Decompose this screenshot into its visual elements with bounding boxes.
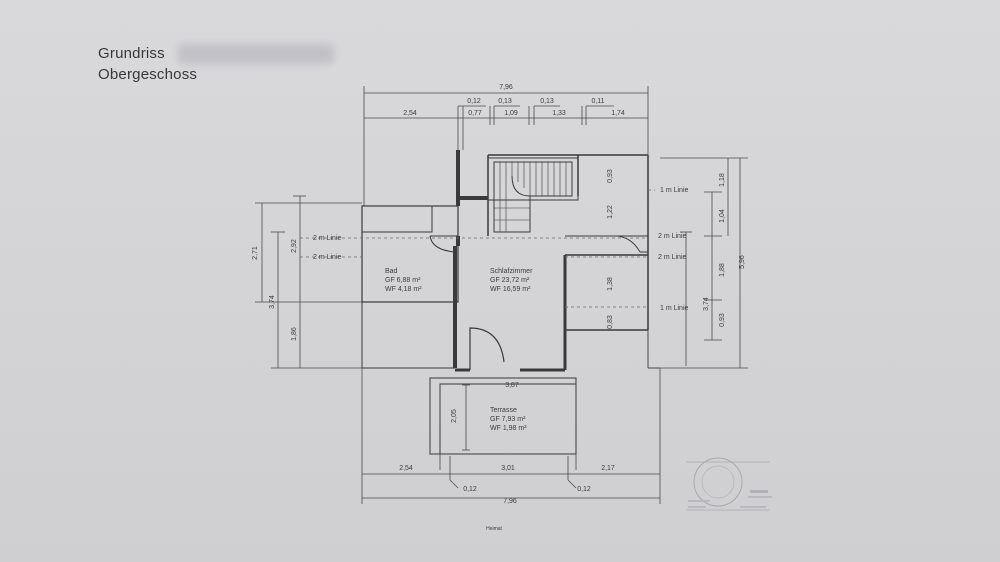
room-bad: Bad GF 6,88 m² WF 4,18 m² [385,268,422,293]
top-dimension-lines [363,86,649,150]
right-dimension-lines [660,157,748,369]
room-gf: GF 6,88 m² [385,277,421,284]
dim-top-f: 0,77 [468,110,482,117]
linie-label-6: 1 m Linie [660,305,689,312]
room-name: Schlafzimmer [490,268,533,275]
plan-title: Grundriss [98,45,165,62]
terrasse-outline [429,377,577,470]
linie-label-3: 2 m Linie [313,254,342,261]
dim-top-d: 0,11 [591,98,604,105]
dim-top-a: 0,12 [467,98,481,105]
linie-label-2: 2 m Linie [313,235,342,242]
dim-inner-b: 1,22 [607,205,614,219]
dim-bot-a: 2,54 [399,465,413,472]
room-wf: WF 16,59 m² [490,286,531,293]
dim-top-h: 1,33 [552,110,566,117]
dim-bot-e: 0,12 [577,486,591,493]
room-schlafzimmer: Schlafzimmer GF 23,72 m² WF 16,59 m² [490,268,533,293]
room-terrasse: Terrasse GF 7,93 m² WF 1,98 m² [490,407,527,432]
right-door [617,235,648,253]
staircase [487,157,579,233]
dim-top-total: 7,96 [499,84,513,91]
room-gf: GF 7,93 m² [490,416,526,423]
dim-left-a: 2,71 [252,246,259,260]
room-name: Bad [385,268,398,275]
bad-door [429,235,458,253]
dim-right-f: 5,96 [739,255,746,269]
bad-counter [361,205,433,233]
left-dimension-lines [255,195,362,369]
linie-label-1: 1 m Linie [660,187,689,194]
linie-label-5: 2 m Linie [658,254,687,261]
dim-inner-a: 0,93 [607,169,614,183]
dim-bot-b: 3,01 [501,465,515,472]
dim-right-b: 1,04 [719,209,726,223]
dim-terr-w: 3,87 [505,382,519,389]
room-wf: WF 4,18 m² [385,286,422,293]
room-name: Terrasse [490,407,517,414]
room-gf: GF 23,72 m² [490,277,530,284]
dim-top-i: 1,74 [611,110,625,117]
dim-bot-total: 7,96 [503,498,517,505]
dim-top-e: 2,54 [403,110,417,117]
dim-bot-c: 2,17 [601,465,615,472]
footer-label: Heimat [486,526,502,532]
redacted-text [178,44,334,64]
dim-bot-d: 0,12 [463,486,477,493]
dim-top-c: 0,13 [540,98,554,105]
terrace-door [469,327,505,370]
bottom-dimension-lines [361,456,661,504]
dim-right-e: 3,74 [703,297,710,311]
dim-right-d: 0,93 [719,313,726,327]
dim-right-a: 1,18 [719,173,726,187]
dim-right-c: 1,88 [719,263,726,277]
dim-left-c: 3,74 [269,295,276,309]
dim-top-g: 1,09 [504,110,518,117]
dim-top-b: 0,13 [498,98,512,105]
plan-subtitle: Obergeschoss [98,66,198,83]
dim-inner-d: 0,83 [607,315,614,329]
height-lines [300,189,655,308]
room-wf: WF 1,98 m² [490,425,527,432]
dim-terr-h: 2,05 [451,409,458,423]
dim-inner-c: 1,38 [607,277,614,291]
dim-left-b: 2,92 [291,239,298,253]
architect-stamp [686,457,772,511]
linie-label-4: 2 m Linie [658,233,687,240]
dim-left-d: 1,86 [291,327,298,341]
